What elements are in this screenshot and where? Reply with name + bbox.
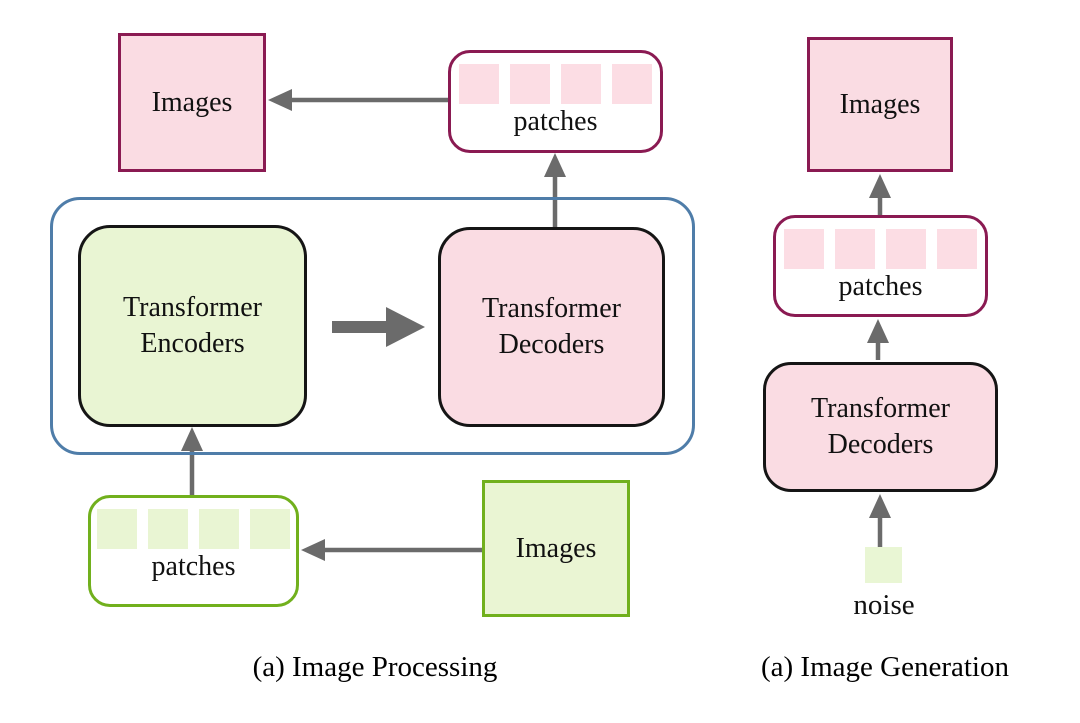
arrow-decoder-to-patches-right xyxy=(867,319,889,360)
left-patches-input-box: patches xyxy=(88,495,299,607)
transformer-decoders-box: Transformer Decoders xyxy=(438,227,665,427)
right-caption: (a) Image Generation xyxy=(761,651,1009,683)
left-patches-output-label: patches xyxy=(513,106,598,137)
patch-square xyxy=(199,509,239,549)
left-images-output-box: Images xyxy=(118,33,266,172)
patch-square xyxy=(937,229,977,269)
right-patches-box: patches xyxy=(773,215,988,317)
patch-row xyxy=(97,509,290,549)
arrow-noise-to-decoder xyxy=(869,494,891,547)
patch-square xyxy=(886,229,926,269)
transformer-encoders-box: Transformer Encoders xyxy=(78,225,307,427)
patch-square xyxy=(97,509,137,549)
patch-square xyxy=(784,229,824,269)
left-images-input-box: Images xyxy=(482,480,630,617)
patch-square xyxy=(561,64,601,104)
left-patches-output-box: patches xyxy=(448,50,663,153)
patch-square xyxy=(459,64,499,104)
left-images-output-label: Images xyxy=(151,86,233,118)
patch-square xyxy=(612,64,652,104)
arrow-patches-to-images-right xyxy=(869,174,891,215)
arrow-patches-to-images-left xyxy=(268,89,448,111)
noise-label: noise xyxy=(853,589,915,621)
left-patches-input-label: patches xyxy=(151,551,236,582)
arrow-images-to-patches-input xyxy=(301,539,482,561)
patch-square xyxy=(835,229,875,269)
patch-square xyxy=(250,509,290,549)
noise-square xyxy=(865,547,902,583)
patch-row xyxy=(784,229,977,269)
right-transformer-decoders-label: Transformer Decoders xyxy=(811,393,950,460)
right-images-label: Images xyxy=(839,88,921,120)
transformer-decoders-label: Transformer Decoders xyxy=(482,293,621,360)
patch-row xyxy=(459,64,652,104)
patch-square xyxy=(148,509,188,549)
left-images-input-label: Images xyxy=(515,532,597,564)
transformer-container xyxy=(50,197,695,455)
left-caption: (a) Image Processing xyxy=(252,651,498,683)
transformer-encoders-label: Transformer Encoders xyxy=(123,292,262,359)
patch-square xyxy=(510,64,550,104)
right-images-box: Images xyxy=(807,37,953,172)
right-transformer-decoders-box: Transformer Decoders xyxy=(763,362,998,492)
right-patches-label: patches xyxy=(838,271,923,302)
